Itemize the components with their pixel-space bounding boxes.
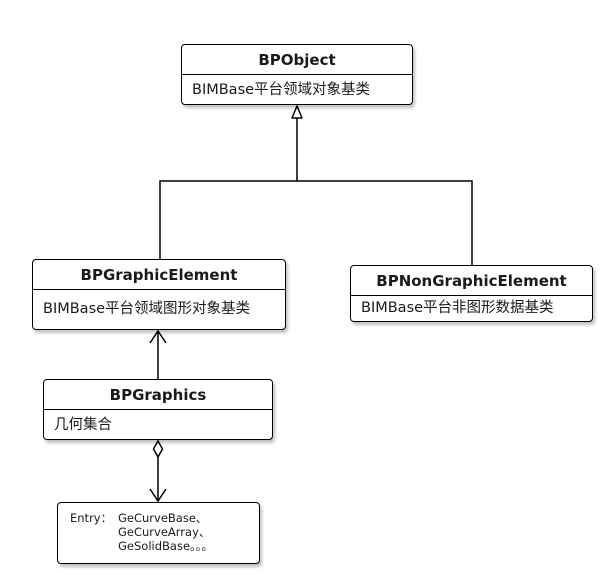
inheritance-line-graphicelement	[159, 118, 298, 259]
class-bpgraphics: BPGraphics 几何集合	[43, 379, 273, 440]
class-bpgraphicelement: BPGraphicElement BIMBase平台领域图形对象基类	[32, 259, 286, 330]
entry-note-item: GeSolidBase。。。	[118, 539, 214, 553]
entry-note-label: Entry：	[70, 511, 113, 525]
class-bpobject: BPObject BIMBase平台领域对象基类	[181, 44, 413, 105]
class-bpobject-name: BPObject	[182, 45, 412, 75]
class-bpnongraphicelement: BPNonGraphicElement BIMBase平台非图形数据基类	[350, 265, 593, 322]
entry-note-item: GeCurveBase、	[118, 511, 208, 525]
class-bpgraphics-name: BPGraphics	[44, 380, 272, 410]
entry-note-row-2: GeCurveArray、	[70, 525, 259, 539]
inheritance-arrowhead-icon	[291, 105, 303, 119]
class-bpgraphics-description: 几何集合	[54, 417, 112, 433]
open-arrowhead-icon	[149, 329, 167, 344]
entry-note-item: GeCurveArray、	[118, 525, 211, 539]
entry-note-row-1: Entry： GeCurveBase、	[70, 511, 259, 525]
class-bpobject-description: BIMBase平台领域对象基类	[192, 82, 371, 98]
class-bpnongraphicelement-description: BIMBase平台非图形数据基类	[361, 300, 554, 316]
class-bpgraphicelement-name: BPGraphicElement	[33, 260, 285, 290]
entry-note: Entry： GeCurveBase、 GeCurveArray、 GeSoli…	[57, 502, 260, 564]
entry-note-row-3: GeSolidBase。。。	[70, 539, 259, 553]
aggregation-arrowhead-icon	[149, 488, 167, 503]
aggregation-diamond-icon	[152, 439, 164, 459]
class-bpnongraphicelement-name: BPNonGraphicElement	[351, 266, 592, 296]
class-bpgraphicelement-description: BIMBase平台领域图形对象基类	[43, 301, 251, 317]
inheritance-line-nongraphicelement	[297, 180, 473, 265]
